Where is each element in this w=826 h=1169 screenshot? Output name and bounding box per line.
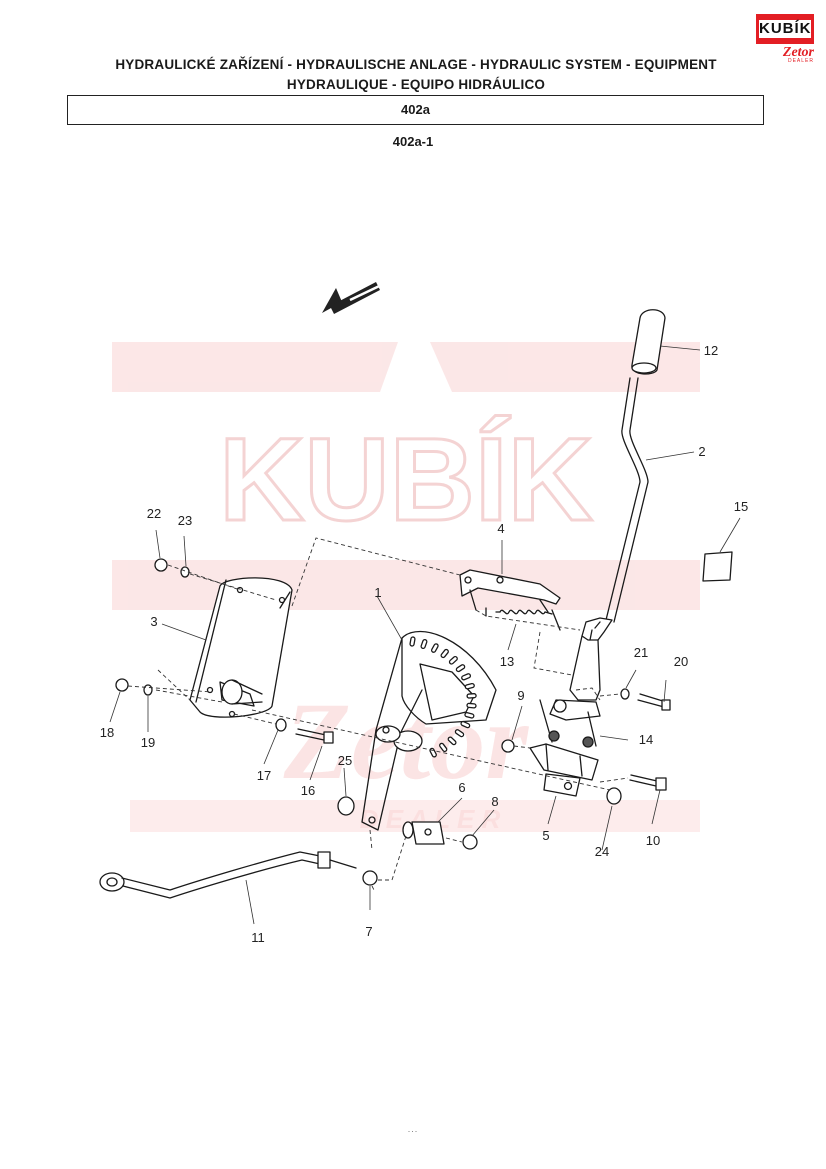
logo-band: KUBÍK (756, 14, 814, 44)
quadrant-slot (430, 643, 439, 653)
callout-10: 10 (646, 833, 660, 848)
assembly-lines (127, 537, 629, 891)
callout-3: 3 (150, 614, 157, 629)
callout-9: 9 (517, 688, 524, 703)
section-code: 402a (401, 102, 430, 117)
logo-brand: KUBÍK (759, 20, 812, 38)
callout-22: 22 (147, 506, 161, 521)
nut-7 (362, 870, 378, 886)
quadrant-slot (464, 682, 475, 690)
quadrant-slot (455, 664, 466, 673)
bolt-10 (629, 774, 667, 791)
leader-lines (109, 345, 741, 925)
quadrant-slot (448, 655, 458, 665)
pivot-bracket-5 (529, 743, 599, 797)
callout-7: 7 (365, 924, 372, 939)
label-plate-15 (702, 551, 733, 582)
sleeve-6 (402, 821, 445, 845)
callout-17: 17 (257, 768, 271, 783)
washer-24 (606, 787, 622, 805)
title-line-2: HYDRAULIQUE - EQUIPO HIDRÁULICO (286, 77, 546, 92)
connecting-rod-11 (99, 851, 357, 899)
callout-14: 14 (639, 732, 653, 747)
callout-25: 25 (338, 753, 352, 768)
quadrant-slot (460, 720, 471, 729)
quadrant-slot (464, 712, 475, 719)
quadrant-slot (439, 742, 448, 753)
quadrant-slot (409, 636, 416, 647)
bolt-20 (620, 688, 671, 711)
control-lever-2 (569, 377, 649, 701)
callout-13: 13 (500, 654, 514, 669)
callout-4: 4 (497, 521, 504, 536)
callout-16: 16 (301, 783, 315, 798)
quadrant-slot (466, 702, 477, 709)
figure-code: 402a-1 (392, 134, 434, 149)
nut-18 (115, 678, 129, 692)
nut-22 (154, 558, 168, 572)
quadrant-lever-1 (361, 630, 497, 831)
callout-15: 15 (734, 499, 748, 514)
quadrant-slot (461, 673, 472, 681)
callout-5: 5 (542, 828, 549, 843)
quadrant-slot (440, 648, 449, 659)
callout-8: 8 (491, 794, 498, 809)
callout-19: 19 (141, 735, 155, 750)
callout-1: 1 (374, 585, 381, 600)
quadrant-slot (466, 693, 477, 699)
nut-9 (501, 739, 515, 753)
spring-13 (485, 607, 561, 631)
plate-3 (189, 577, 293, 718)
callout-23: 23 (178, 513, 192, 528)
page-number: ... (407, 1124, 419, 1134)
callout-6: 6 (458, 780, 465, 795)
cam-plate-14 (539, 699, 601, 748)
watermark-text: KUBÍK (219, 414, 593, 546)
direction-arrow-icon (322, 278, 403, 314)
callout-21: 21 (634, 645, 648, 660)
title-line-1: HYDRAULICKÉ ZAŘÍZENÍ - HYDRAULISCHE ANLA… (115, 57, 717, 72)
washer-19 (143, 684, 153, 696)
logo-make: Zetor (782, 45, 814, 60)
kubik-zetor-logo: KUBÍK Zetor DEALER (756, 14, 814, 64)
callout-24: 24 (595, 844, 609, 859)
washer-17 (275, 718, 287, 732)
callout-12: 12 (704, 343, 718, 358)
logo-tag: DEALER (787, 58, 814, 64)
washer-25 (337, 796, 355, 816)
quadrant-slot (420, 639, 428, 650)
quadrant-slot (454, 729, 465, 738)
section-code-box: 402a (67, 95, 764, 125)
lever-knob-12 (631, 309, 666, 375)
callout-11: 11 (251, 930, 265, 945)
nut-8 (462, 834, 478, 850)
callout-2: 2 (698, 444, 705, 459)
kubik-watermark: KUBÍK Zetor D E A L E R (112, 342, 700, 834)
callout-18: 18 (100, 725, 114, 740)
bracket-4 (459, 569, 561, 613)
quadrant-slot (447, 736, 457, 746)
callout-20: 20 (674, 654, 688, 669)
bolt-16 (295, 728, 334, 744)
